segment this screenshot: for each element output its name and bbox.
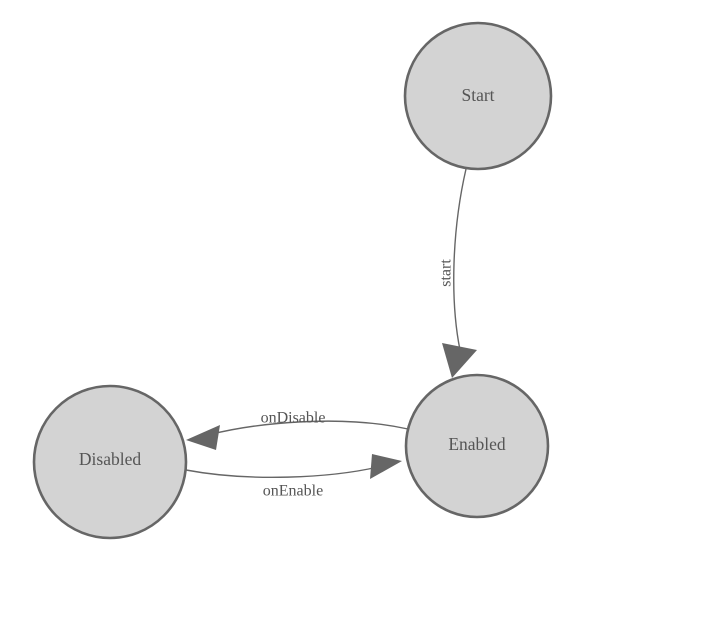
- edge-start-to-enabled-arrowhead-icon: [442, 343, 477, 378]
- nodes-layer: Start Enabled Disabled: [32, 21, 553, 540]
- edge-disabled-to-enabled-label: onEnable: [263, 483, 323, 500]
- state-node-disabled[interactable]: Disabled: [32, 384, 188, 540]
- state-node-enabled[interactable]: Enabled: [404, 373, 550, 519]
- edge-start-to-enabled[interactable]: start: [438, 168, 477, 378]
- edge-start-to-enabled-line: [453, 168, 467, 351]
- edge-start-to-enabled-hitarea[interactable]: [454, 169, 466, 350]
- state-node-disabled-circle[interactable]: [32, 384, 188, 540]
- state-node-start[interactable]: Start: [403, 21, 553, 171]
- edge-disabled-to-enabled[interactable]: onEnable: [185, 454, 402, 500]
- state-node-start-circle[interactable]: [403, 21, 553, 171]
- edge-enabled-to-disabled[interactable]: onDisable: [186, 410, 409, 450]
- edge-disabled-to-enabled-arrowhead-icon: [370, 454, 402, 479]
- state-node-enabled-circle[interactable]: [404, 373, 550, 519]
- edge-disabled-to-enabled-line: [185, 466, 379, 479]
- edge-enabled-to-disabled-arrowhead-icon: [186, 425, 220, 450]
- edge-disabled-to-enabled-hitarea[interactable]: [186, 467, 378, 477]
- edge-enabled-to-disabled-line: [207, 420, 409, 436]
- edge-enabled-to-disabled-hitarea[interactable]: [208, 421, 408, 435]
